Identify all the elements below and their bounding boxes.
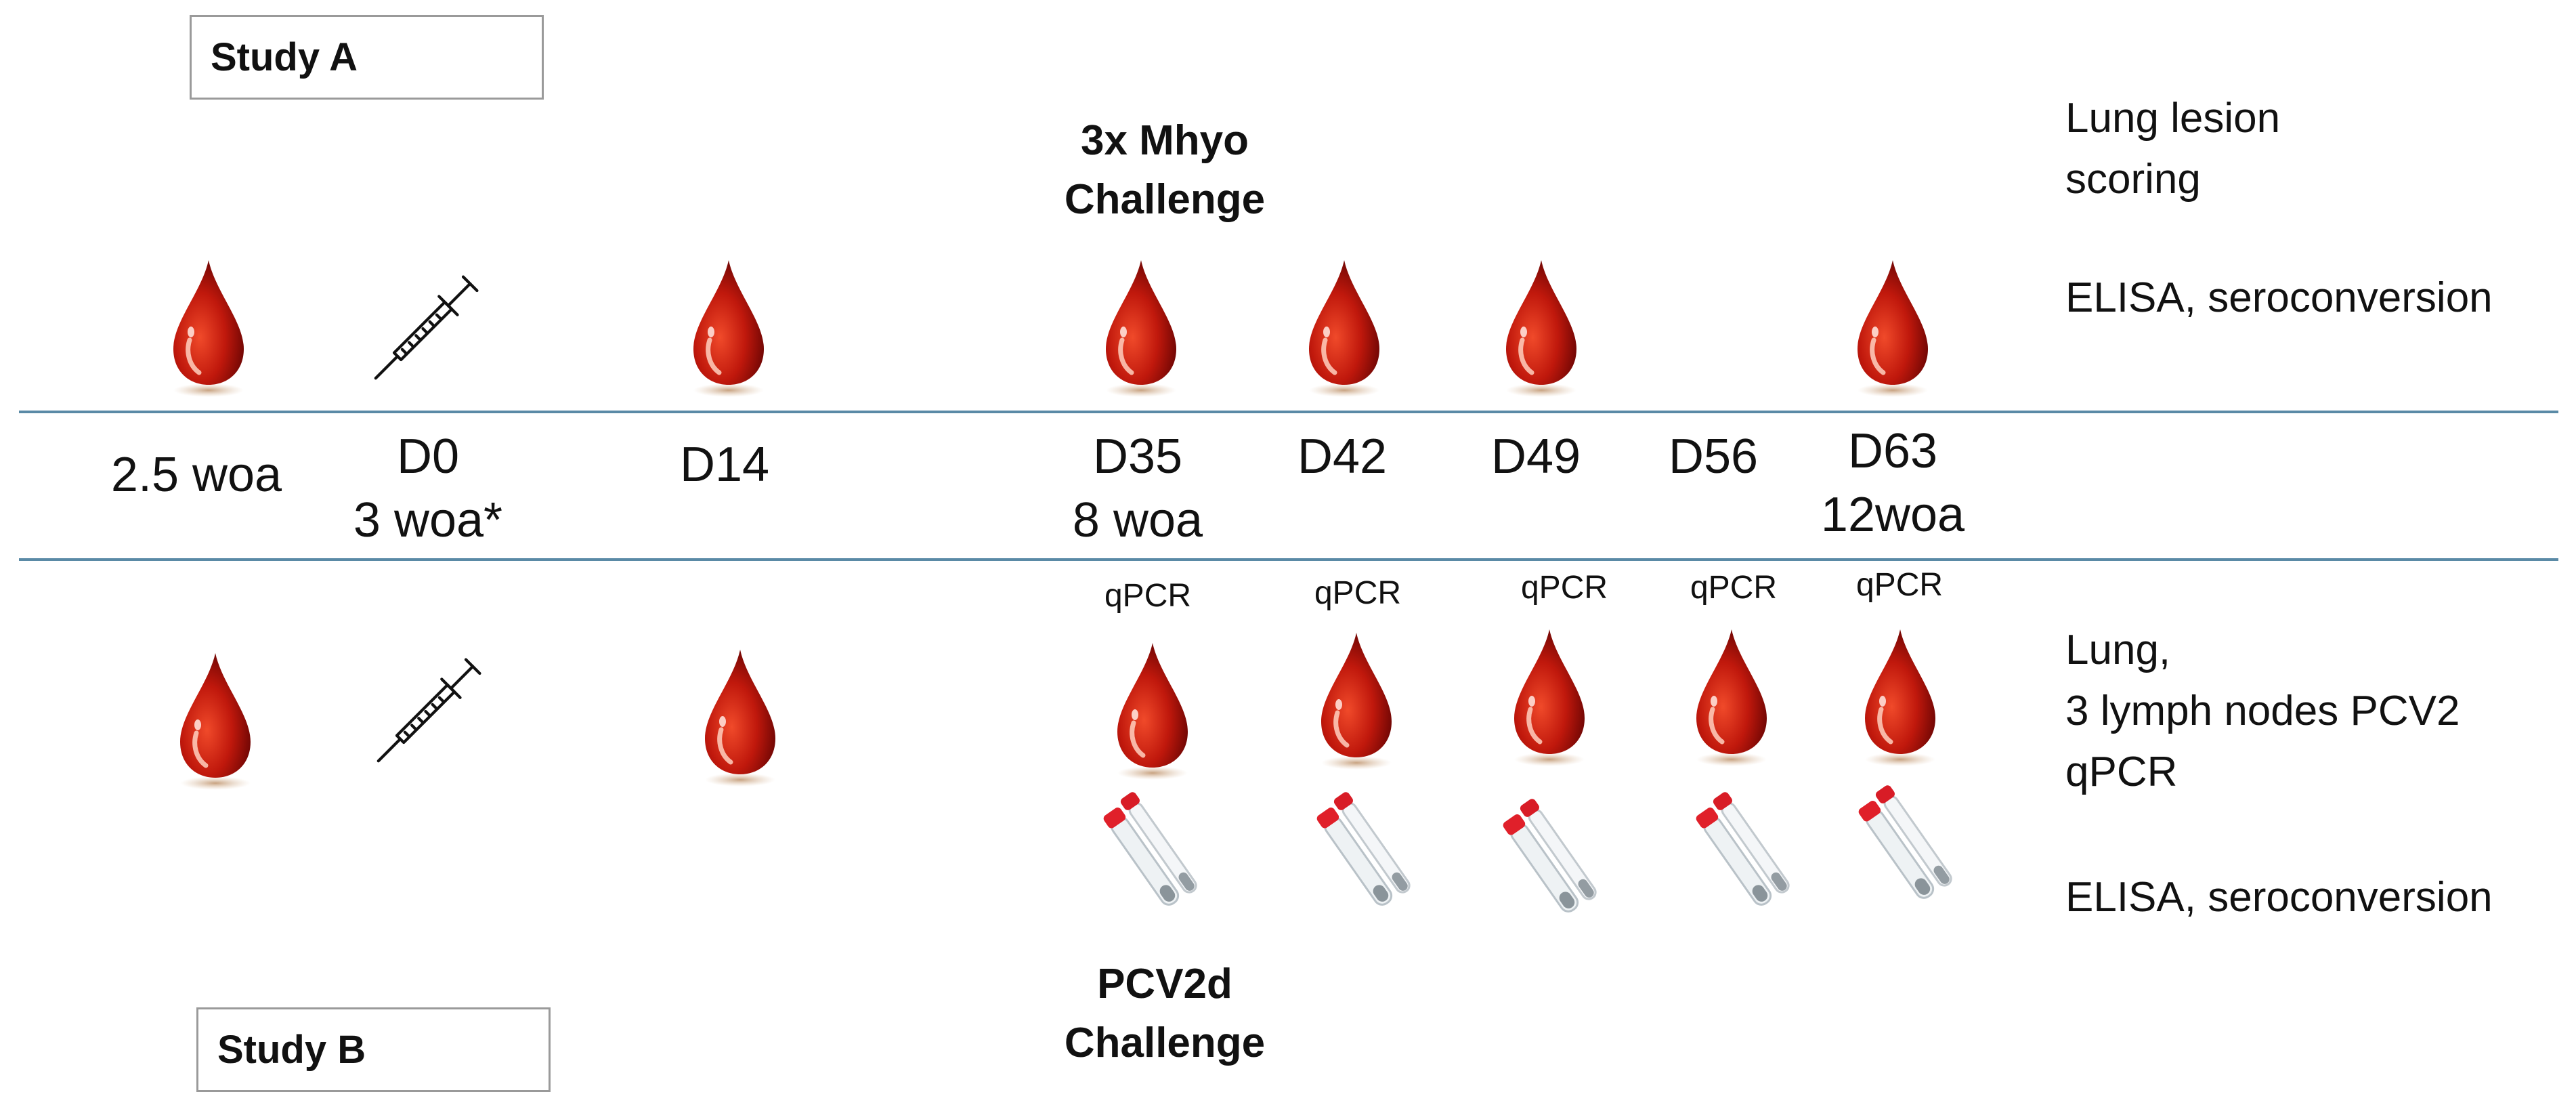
blood-drop-icon [1691, 627, 1772, 769]
pcv2d-challenge-label: PCV2d Challenge [1065, 955, 1265, 1073]
timepoint-label: 2.5 woa [111, 444, 282, 507]
study-a-lung-line1: Lung lesion [2065, 95, 2281, 142]
mhyo-challenge-line2: Challenge [1064, 175, 1266, 223]
study-a-elisa-outcome: ELISA, seroconversion [2065, 274, 2493, 321]
timeline-bottom-line [19, 558, 2558, 561]
study-a-label: Study A [190, 15, 544, 100]
timepoint-line1: 2.5 woa [110, 448, 282, 502]
blood-drop-icon [1112, 640, 1193, 782]
blood-drop-icon [1100, 257, 1182, 400]
timepoint-line1: D49 [1490, 430, 1581, 484]
study-b-pcv2-line2: 3 lymph nodes PCV2 [2065, 687, 2460, 734]
timepoint-label: D63 12woa [1821, 420, 1965, 547]
timepoint-line1: D42 [1297, 430, 1388, 484]
study-b-text: Study B [217, 1028, 366, 1072]
blood-drop-icon [1316, 630, 1397, 772]
blood-drop-icon [1860, 627, 1941, 769]
mhyo-challenge-line1: 3x Mhyo [1080, 117, 1249, 164]
timepoint-line2: 8 woa [1072, 493, 1203, 547]
blood-drop-icon [1852, 257, 1933, 400]
blood-drop-icon [700, 647, 781, 789]
blood-drop-icon [168, 257, 249, 400]
study-b-pcv2-outcome: Lung, 3 lymph nodes PCV2 qPCR [2065, 620, 2460, 803]
timeline-top-line [19, 411, 2558, 413]
blood-drop-icon [688, 257, 769, 400]
swab-tube-icon [1679, 782, 1815, 918]
qpcr-label: qPCR [1855, 567, 1944, 603]
blood-drop-icon [1501, 257, 1582, 400]
qpcr-label: qPCR [1104, 578, 1192, 614]
mhyo-challenge-label: 3x Mhyo Challenge [1065, 112, 1265, 230]
swab-tube-icon [1486, 789, 1622, 925]
study-b-pcv2-line3: qPCR [2065, 748, 2178, 795]
swab-tube-icon [1842, 776, 1977, 911]
timepoint-line1: D63 [1847, 424, 1938, 478]
study-a-text: Study A [211, 35, 358, 79]
timepoint-line1: D14 [679, 438, 770, 492]
blood-drop-icon [1509, 627, 1590, 769]
timepoint-label: D49 [1491, 425, 1581, 489]
study-b-label: Study B [196, 1007, 551, 1092]
swab-tube-icon [1087, 782, 1222, 918]
study-a-lung-outcome: Lung lesion scoring [2065, 88, 2280, 210]
pcv2d-challenge-line2: Challenge [1064, 1019, 1266, 1066]
timepoint-line1: D56 [1668, 430, 1759, 484]
qpcr-label: qPCR [1690, 570, 1778, 606]
study-a-lung-line2: scoring [2065, 155, 2201, 203]
syringe-icon [374, 650, 489, 766]
swab-tube-icon [1300, 782, 1436, 918]
study-b-elisa-outcome: ELISA, seroconversion [2065, 874, 2493, 921]
blood-drop-icon [1304, 257, 1385, 400]
timepoint-line1: D0 [396, 430, 460, 484]
study-b-pcv2-line1: Lung, [2065, 627, 2171, 673]
timepoint-label: D56 [1669, 425, 1758, 489]
timepoint-line1: D35 [1092, 430, 1183, 484]
qpcr-label: qPCR [1314, 575, 1402, 611]
blood-drop-icon [175, 650, 256, 793]
qpcr-label: qPCR [1520, 570, 1608, 606]
timepoint-label: D0 3 woa* [353, 425, 502, 552]
timepoint-line2: 3 woa* [353, 493, 503, 547]
timepoint-label: D35 8 woa [1073, 425, 1203, 552]
pcv2d-challenge-line1: PCV2d [1097, 961, 1232, 1007]
timepoint-label: D42 [1297, 425, 1387, 489]
timepoint-label: D14 [680, 434, 769, 497]
timepoint-line2: 12woa [1820, 487, 1965, 542]
syringe-icon [371, 268, 486, 383]
